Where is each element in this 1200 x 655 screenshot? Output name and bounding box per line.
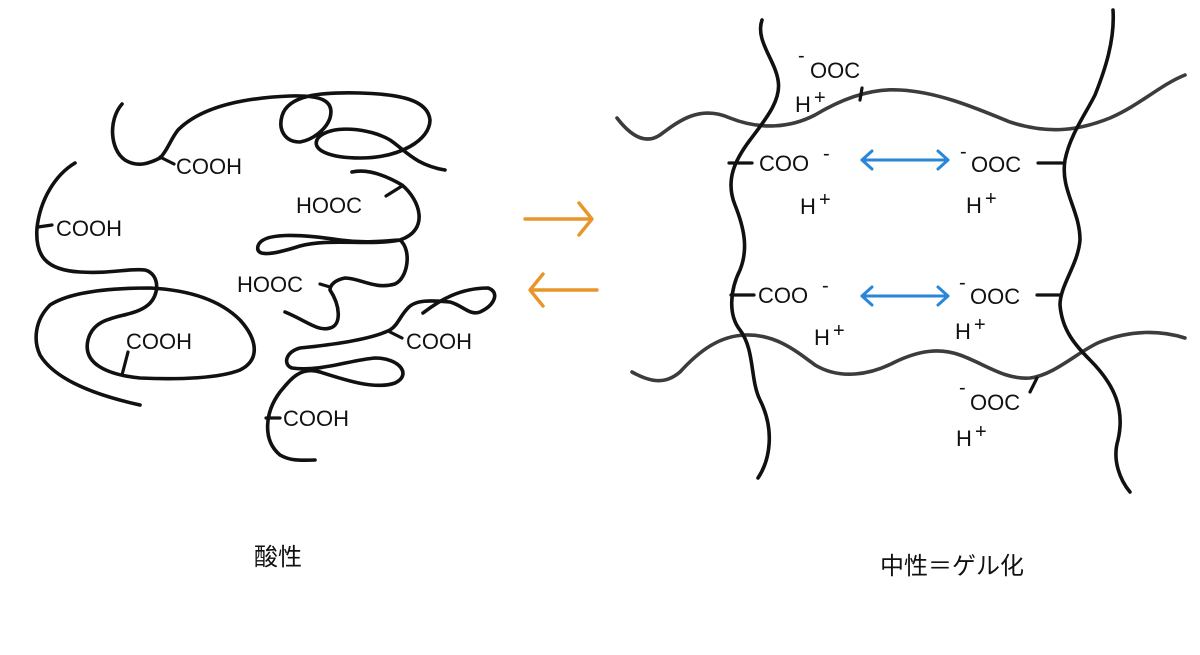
group-label-hooc: HOOC xyxy=(237,272,303,297)
group-label-ooc: OOC xyxy=(971,152,1021,177)
polymer-chain xyxy=(729,18,781,480)
group-label-ooc: OOC xyxy=(970,390,1020,415)
bond-line xyxy=(158,155,176,166)
group-label-ooc: OOC xyxy=(970,284,1020,309)
carboxylate-group: - OOC H + xyxy=(955,272,1020,344)
counter-ion-h: H xyxy=(956,426,972,451)
polymer-chain xyxy=(265,286,497,463)
group-label-coo: COO xyxy=(758,283,808,308)
negative-charge: - xyxy=(822,275,829,297)
negative-charge: - xyxy=(798,45,805,67)
positive-charge: + xyxy=(814,87,826,109)
group-label-ooc: OOC xyxy=(810,58,860,83)
carboxylate-group: - OOC H + xyxy=(956,377,1020,451)
bond-line xyxy=(36,223,54,229)
counter-ion-h: H xyxy=(795,92,811,117)
positive-charge: + xyxy=(985,188,997,210)
bond-line xyxy=(1028,376,1039,394)
caption-acidic: 酸性 xyxy=(254,543,302,571)
polymer-chain xyxy=(630,330,1187,383)
positive-charge: + xyxy=(833,320,845,342)
double-arrow-icon xyxy=(860,285,950,307)
positive-charge: + xyxy=(819,189,831,211)
negative-charge: - xyxy=(823,143,830,165)
bond-line xyxy=(120,350,130,377)
bond-line xyxy=(384,184,404,198)
carboxylate-group: - OOC H + xyxy=(960,141,1021,218)
polymer-chain xyxy=(34,161,256,407)
negative-charge: - xyxy=(960,141,967,163)
bond-line xyxy=(318,282,332,289)
group-label-cooh: COOH xyxy=(126,329,192,354)
acidic-panel: COOH COOH HOOC HOOC COOH COOH COOH 酸性 xyxy=(34,91,497,571)
group-label-hooc: HOOC xyxy=(296,193,362,218)
counter-ion-h: H xyxy=(800,194,816,219)
arrow-left-icon xyxy=(528,272,599,308)
bond-line xyxy=(388,330,404,340)
equilibrium-arrows xyxy=(523,201,599,308)
polymer-chain xyxy=(256,169,421,331)
group-label-cooh: COOH xyxy=(283,406,349,431)
carboxylate-group: COO - H + xyxy=(758,275,845,350)
negative-charge: - xyxy=(959,377,966,399)
counter-ion-h: H xyxy=(955,319,971,344)
neutral-panel: - OOC H + COO - H + - OOC H + COO - H + xyxy=(615,8,1187,580)
counter-ion-h: H xyxy=(966,193,982,218)
carboxylate-group: COO - H + xyxy=(759,143,831,219)
positive-charge: + xyxy=(975,421,987,443)
polymer-chain xyxy=(110,91,447,172)
positive-charge: + xyxy=(974,314,986,336)
carboxylate-group: - OOC H + xyxy=(795,45,860,117)
counter-ion-h: H xyxy=(814,325,830,350)
bond-line xyxy=(858,86,864,102)
double-arrow-icon xyxy=(860,149,950,171)
polymer-chain xyxy=(615,73,1187,141)
group-label-cooh: COOH xyxy=(406,329,472,354)
caption-neutral-gelation: 中性＝ゲル化 xyxy=(880,552,1024,580)
group-label-cooh: COOH xyxy=(176,154,242,179)
negative-charge: - xyxy=(959,272,966,294)
polymer-chain xyxy=(1058,8,1132,494)
group-label-coo: COO xyxy=(759,151,809,176)
group-label-cooh: COOH xyxy=(56,216,122,241)
arrow-right-icon xyxy=(523,201,594,237)
